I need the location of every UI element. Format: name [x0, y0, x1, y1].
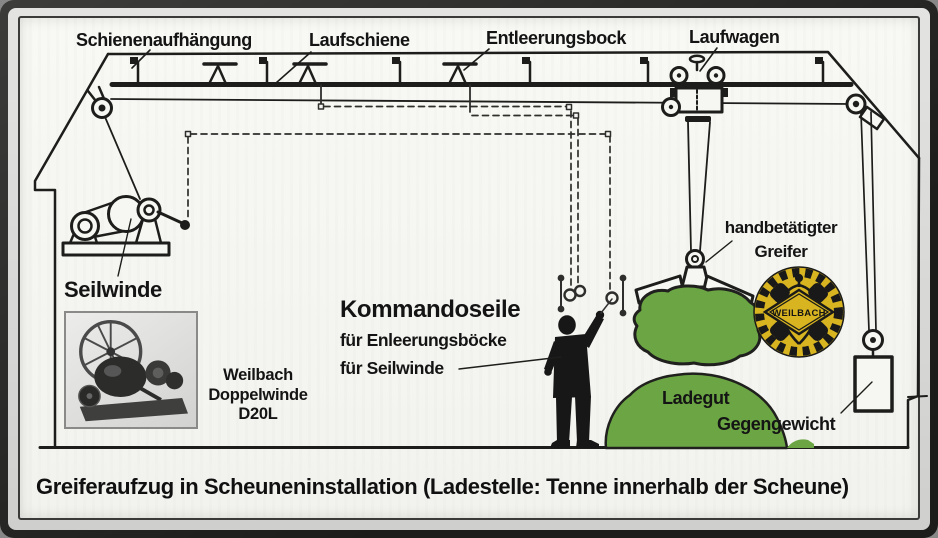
label-gegengewicht: Gegengewicht: [717, 414, 836, 434]
label-fuer-seilwinde: für Seilwinde: [340, 358, 444, 378]
label-handbetaetigter-greifer: handbetätigter Greifer: [724, 218, 838, 261]
label-laufschiene: Laufschiene: [309, 30, 410, 50]
label-ladegut: Ladegut: [662, 388, 730, 408]
winch-photo-inset: [64, 311, 198, 429]
label-laufwagen: Laufwagen: [689, 27, 780, 47]
winch-photo-caption: Weilbach Doppelwinde D20L: [208, 366, 308, 423]
weilbach-logo: WEILBACH: [752, 265, 846, 359]
logo-text: WEILBACH: [772, 308, 826, 319]
label-kommandoseile: Kommandoseile: [340, 296, 521, 323]
label-schienenaufhaengung: Schienenaufhängung: [76, 30, 252, 50]
diagram-caption: Greiferaufzug in Scheuneninstallation (L…: [36, 474, 849, 499]
label-seilwinde: Seilwinde: [64, 277, 162, 302]
logo-gear-teeth: [755, 268, 843, 356]
label-entleerungsbock: Entleerungsbock: [486, 28, 627, 48]
label-fuer-enleerungsboecke: für Enleerungsböcke: [340, 330, 507, 350]
winch-photo-drawing: [78, 320, 188, 422]
